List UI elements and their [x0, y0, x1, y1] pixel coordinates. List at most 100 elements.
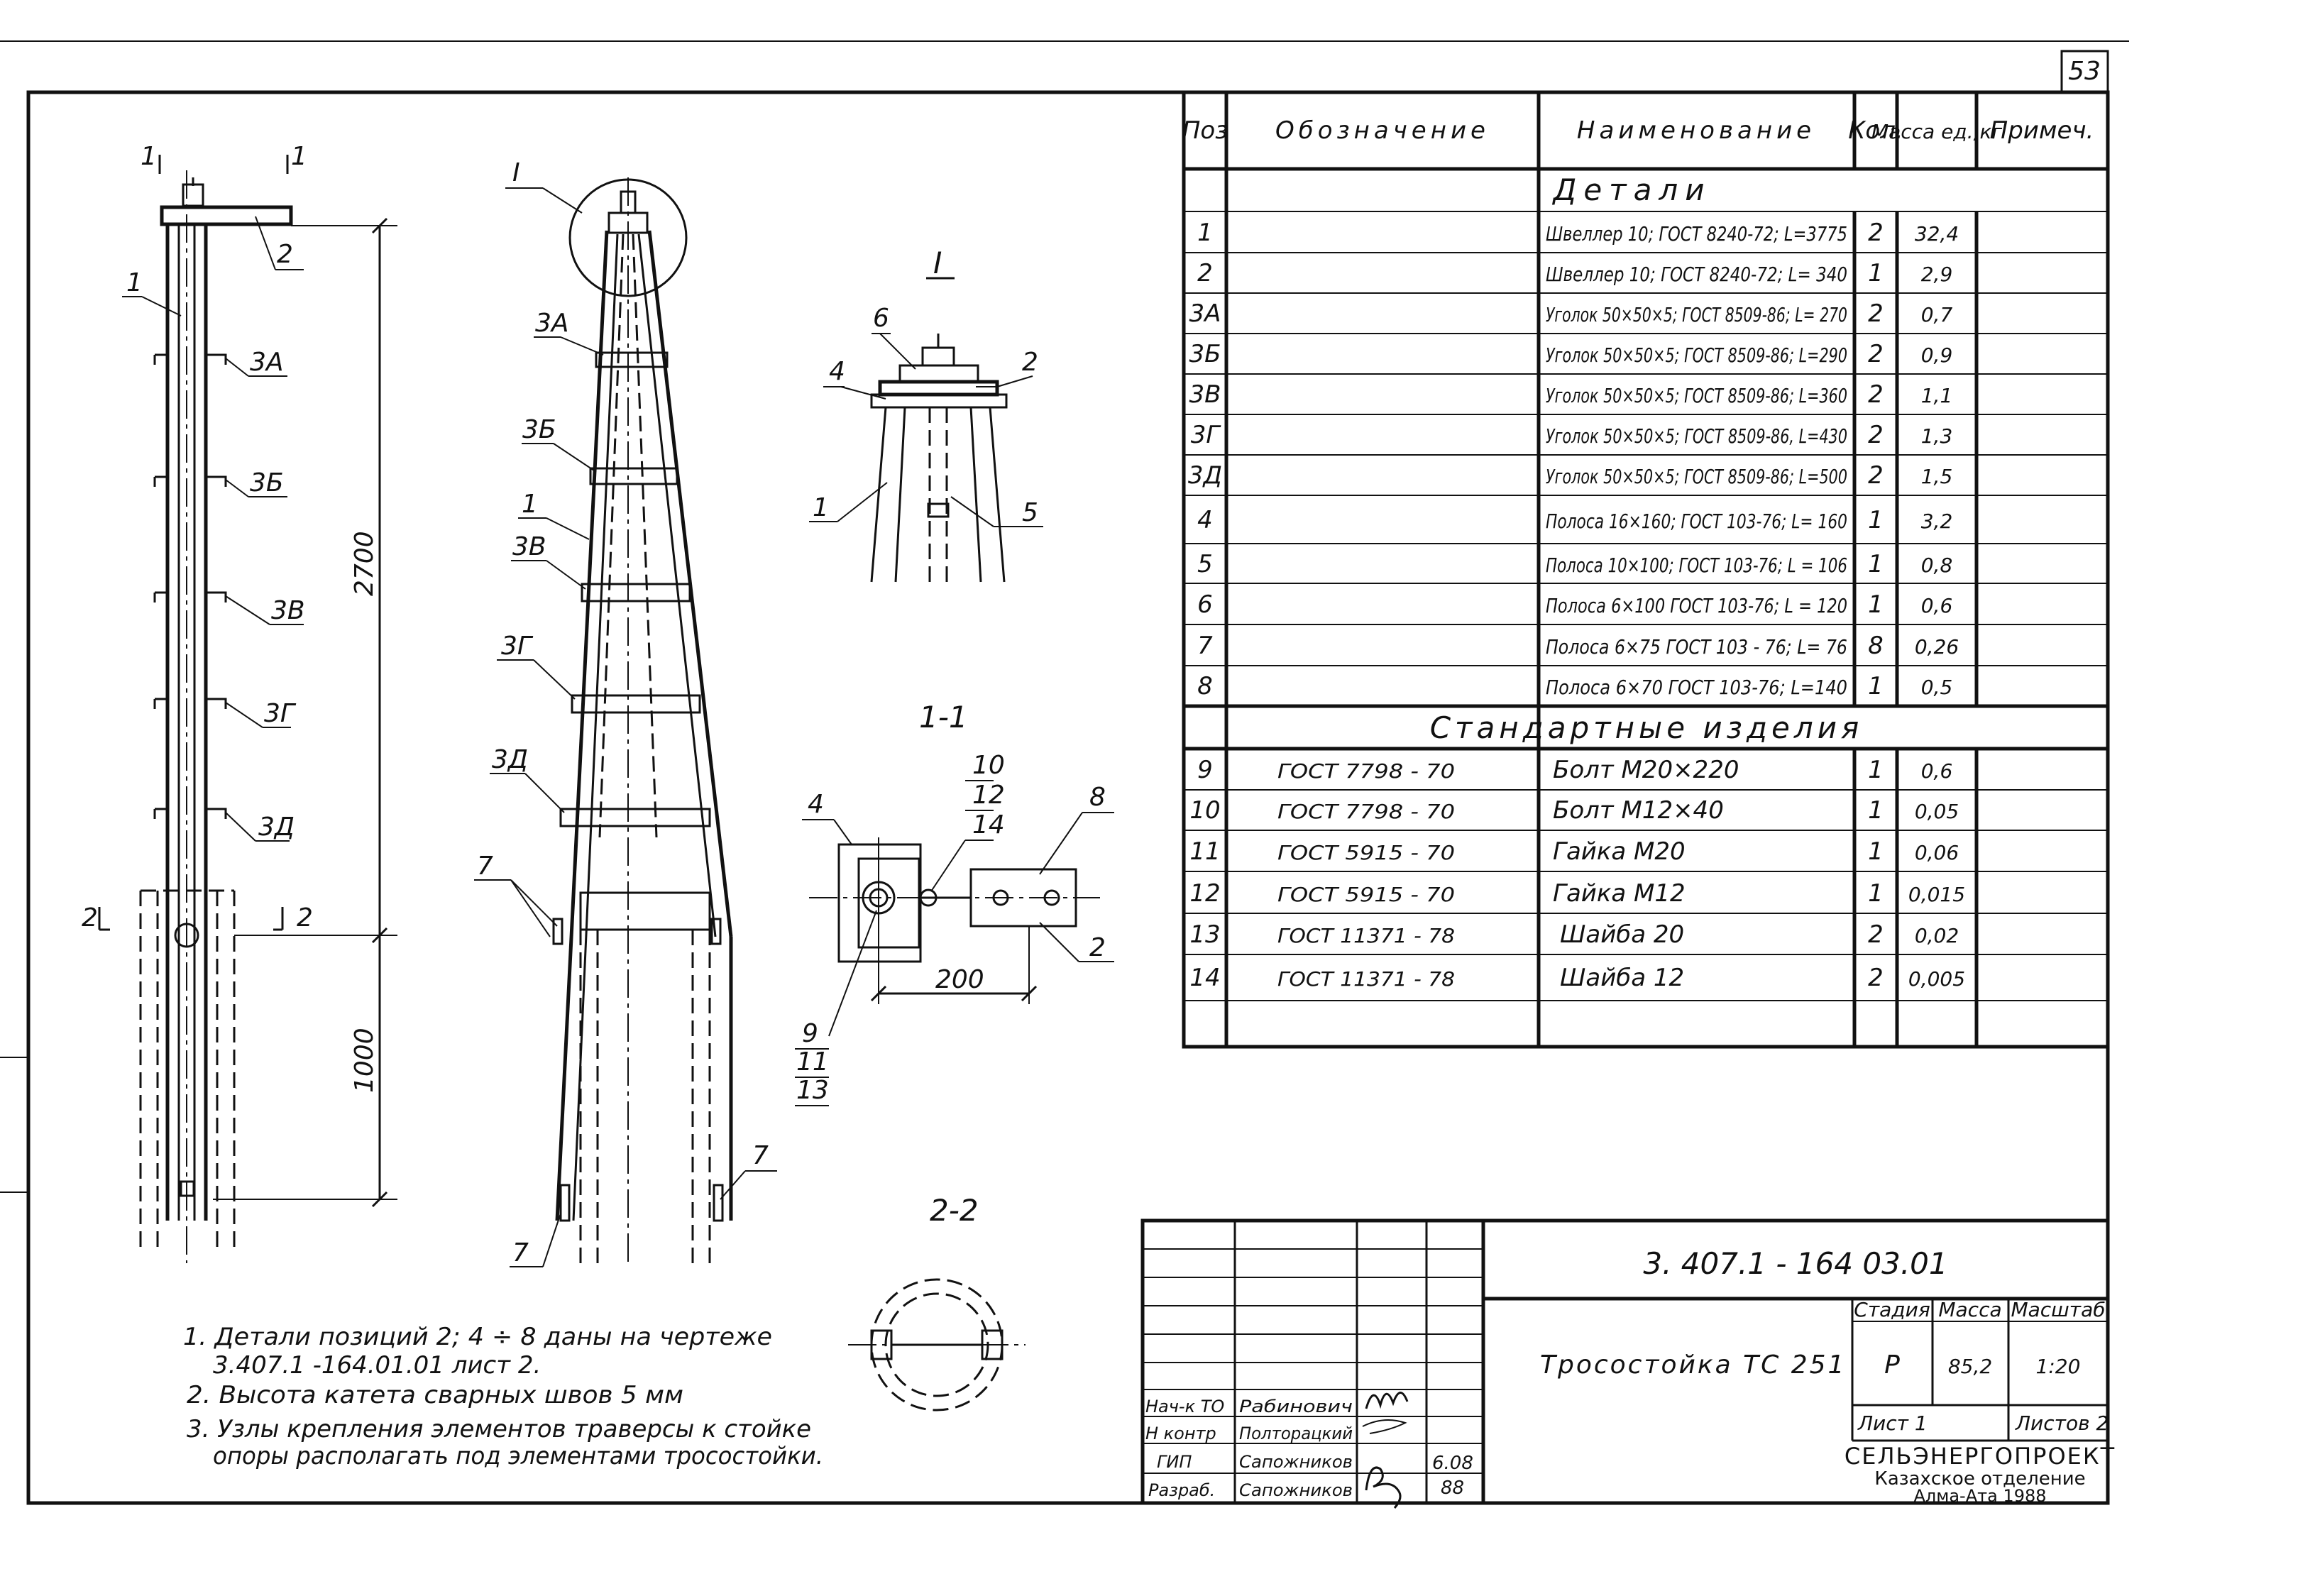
notes: 1. Детали позиций 2; 4 ÷ 8 даны на черте…: [183, 1323, 823, 1470]
row-name: Уголок 50×50×5; ГОСТ 8509-86, L=430: [1546, 424, 1847, 448]
role-label: ГИП: [1157, 1452, 1192, 1472]
row-pos: 11: [1189, 837, 1220, 866]
col-stage: Стадия: [1854, 1298, 1930, 1321]
note-line: опоры располагать под элементами тросост…: [213, 1442, 823, 1470]
col-mass: Масса: [1938, 1298, 2001, 1321]
pos-label: 2: [1089, 933, 1106, 962]
pos-label: 3Б: [522, 415, 556, 444]
row-name: Швеллер 10; ГОСТ 8240-72; L=3775: [1546, 222, 1847, 246]
row-pos: 9: [1197, 756, 1213, 784]
row-pos: 14: [1189, 964, 1220, 992]
detail-view-I: I 6 4 2 1 5: [809, 246, 1043, 589]
sheets-total: Листов 2: [2015, 1411, 2109, 1435]
front-view: I 3А 3Б 1 3В 3Г 3Д 7 7 7: [474, 158, 777, 1267]
details-rows: 1 Швеллер 10; ГОСТ 8240-72; L=3775 2 32,…: [1188, 219, 1959, 700]
date-value: 6.08: [1432, 1453, 1473, 1474]
section-standard-title: Стандартные изделия: [1430, 710, 1864, 745]
row-pos: 2: [1197, 259, 1213, 287]
row-name: Болт М20×220: [1553, 756, 1739, 784]
pos-label-view-I: I: [512, 158, 520, 187]
row-qty: 1: [1868, 550, 1884, 578]
row-pos: 8: [1197, 672, 1213, 700]
row-qty: 1: [1868, 506, 1884, 534]
row-mass: 1,3: [1921, 424, 1953, 448]
pos-label: 14: [972, 810, 1005, 840]
date-value: 88: [1441, 1477, 1464, 1499]
row-pos: 12: [1189, 879, 1220, 908]
row-name: Полоса 6×70 ГОСТ 103-76; L=140: [1546, 676, 1847, 699]
role-label: Нач-к ТО: [1145, 1397, 1224, 1416]
org-city-year: Алма-Ата 1988: [1913, 1486, 2046, 1506]
signer-name: Сапожников: [1239, 1480, 1353, 1500]
specification-table: [1182, 90, 2110, 1049]
pos-label: 6: [873, 304, 889, 333]
pos-label: 3А: [250, 348, 284, 377]
row-qty: 1: [1868, 796, 1884, 825]
pos-label: 13: [796, 1076, 829, 1105]
pos-label: 8: [1089, 783, 1106, 812]
mass-value: 85,2: [1948, 1355, 1992, 1378]
row-qty: 2: [1868, 299, 1884, 328]
row-qty: 2: [1868, 920, 1884, 949]
row-qty: 2: [1868, 380, 1884, 409]
row-pos: 3Д: [1188, 461, 1222, 490]
signature-mark: [1365, 1466, 1402, 1509]
pos-label: 4: [808, 790, 824, 819]
pos-label: 1: [126, 268, 143, 297]
col-header-qty: Кол.: [1848, 116, 1903, 145]
pos-label: 10: [972, 751, 1005, 780]
row-name: Уголок 50×50×5; ГОСТ 8509-86; L=360: [1546, 384, 1847, 407]
pos-label: 3Б: [250, 468, 284, 497]
pos-label: 5: [1022, 498, 1038, 527]
row-mass: 1,5: [1921, 465, 1953, 488]
col-header-mass: Масса ед.,кг: [1871, 120, 2002, 143]
row-mass: 32,4: [1915, 222, 1959, 246]
col-header-pos: Поз: [1182, 116, 1228, 145]
view-1-1-title: 1-1: [919, 700, 968, 734]
col-header-name: Наименование: [1577, 116, 1815, 145]
row-designation: ГОСТ 5915 - 70: [1277, 883, 1455, 906]
row-qty: 2: [1868, 964, 1884, 992]
row-qty: 8: [1868, 632, 1884, 660]
note-line: 2. Высота катета сварных швов 5 мм: [187, 1381, 683, 1409]
sheet-number: 53: [2068, 57, 2101, 86]
row-mass: 0,015: [1908, 883, 1965, 906]
row-name: Полоса 16×160; ГОСТ 103-76; L= 160: [1546, 510, 1847, 533]
row-mass: 0,06: [1915, 841, 1959, 864]
pos-label: 3Г: [501, 632, 534, 661]
row-qty: 1: [1868, 590, 1884, 619]
row-qty: 2: [1868, 421, 1884, 449]
title-block: [1140, 1218, 2110, 1505]
row-name: Гайка М12: [1553, 879, 1686, 908]
row-mass: 1,1: [1921, 384, 1953, 407]
col-header-designation: Обозначение: [1275, 116, 1490, 145]
row-qty: 1: [1868, 259, 1884, 287]
row-designation: ГОСТ 11371 - 78: [1277, 924, 1455, 947]
pos-label: 2: [277, 240, 293, 269]
sheet-label: Лист 1: [1857, 1411, 1928, 1435]
row-designation: ГОСТ 7798 - 70: [1277, 759, 1455, 783]
pos-label: 12: [972, 781, 1005, 810]
row-pos: 4: [1197, 506, 1213, 534]
row-designation: ГОСТ 5915 - 70: [1277, 841, 1455, 864]
row-name: Полоса 6×75 ГОСТ 103 - 76; L= 76: [1546, 635, 1847, 659]
row-name: Шайба 20: [1560, 920, 1684, 949]
row-name: Полоса 6×100 ГОСТ 103-76; L = 120: [1546, 594, 1847, 617]
row-qty: 2: [1868, 340, 1884, 368]
signer-name: Рабинович: [1239, 1397, 1353, 1416]
row-mass: 0,8: [1921, 554, 1953, 577]
view-2-2-title: 2-2: [930, 1193, 979, 1228]
pos-label: 7: [512, 1238, 529, 1267]
row-mass: 0,7: [1921, 303, 1953, 326]
section-mark-1: 1: [141, 142, 157, 171]
side-view: 1 1 2 2: [82, 142, 397, 1263]
col-header-note: Примеч.: [1990, 116, 2094, 145]
pos-label: 3А: [535, 309, 569, 338]
section-mark-2: 2: [297, 903, 313, 932]
row-name: Уголок 50×50×5; ГОСТ 8509-86; L=290: [1546, 343, 1847, 367]
row-pos: 3Б: [1189, 340, 1221, 368]
row-mass: 0,02: [1915, 924, 1959, 947]
col-scale: Масштаб: [2011, 1298, 2105, 1321]
pos-label: 4: [829, 357, 845, 386]
row-pos: 1: [1197, 219, 1213, 247]
